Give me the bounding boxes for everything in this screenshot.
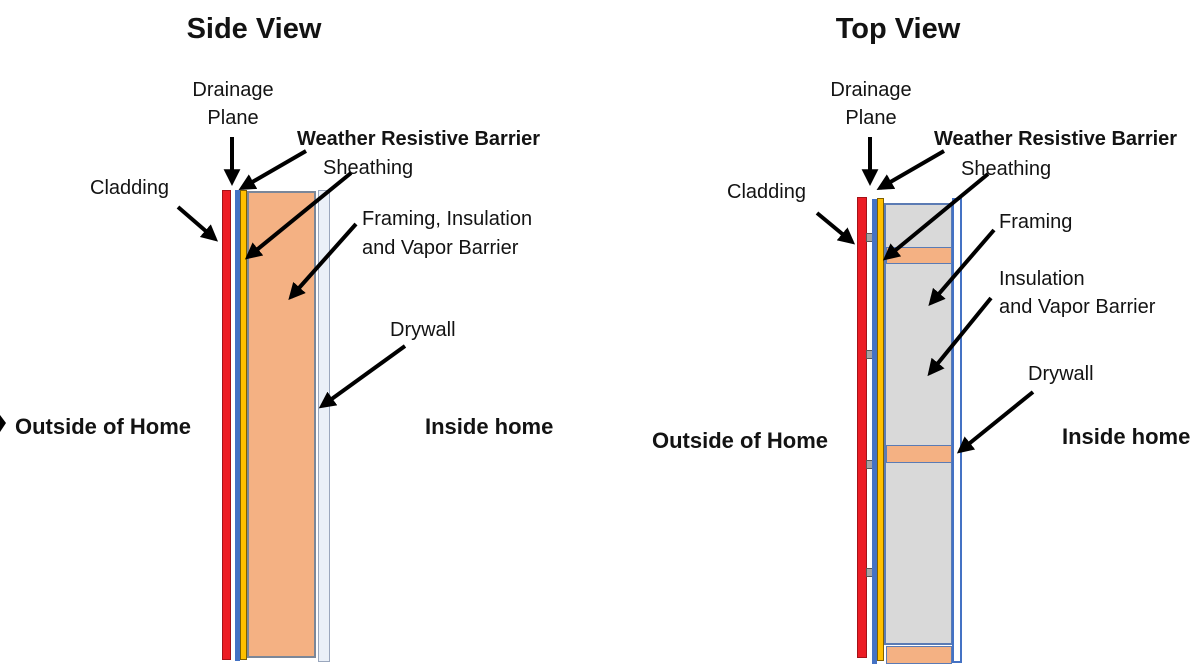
top-sheathing-layer: [877, 198, 884, 661]
top-insulation-layer: [884, 203, 953, 645]
side-view-title: Side View: [186, 13, 322, 45]
side-wrb-arrow: [238, 149, 308, 191]
top-insulation-line2: and Vapor Barrier: [999, 296, 1156, 318]
top-wrb-label: Weather Resistive Barrier: [934, 128, 1178, 150]
side-cladding-arrow: [176, 205, 219, 242]
left-edge-mark: [0, 415, 6, 432]
top-cladding-arrow: [815, 211, 856, 245]
side-drainage-plane-label: Drainage Plane: [176, 76, 290, 132]
side-framing-line2: and Vapor Barrier: [362, 237, 519, 259]
top-wrb-layer: [872, 199, 877, 664]
top-inside-label: Inside home: [1062, 424, 1191, 449]
top-insulation-label: Insulation and Vapor Barrier: [999, 265, 1155, 321]
top-insulation-line1: Insulation: [999, 268, 1085, 290]
side-framing-insulation-label: Framing, Insulation and Vapor Barrier: [362, 205, 532, 263]
top-wrb-arrow: [876, 149, 946, 191]
side-framing-arrow: [288, 222, 358, 300]
top-framing-arrow: [928, 228, 996, 307]
side-drainage-line1: Drainage: [192, 79, 274, 101]
top-drainage-plane-label: Drainage Plane: [814, 76, 928, 132]
side-wrb-layer: [235, 190, 240, 661]
top-sheathing-arrow: [882, 172, 990, 261]
side-drywall-layer: [318, 190, 330, 662]
top-outside-label: Outside of Home: [652, 428, 829, 453]
side-insulation-layer: [247, 191, 316, 658]
side-drywall-arrow: [318, 344, 407, 409]
top-insulation-arrow: [927, 296, 993, 377]
top-drainage-line2: Plane: [845, 107, 897, 129]
top-framing-label: Framing: [999, 211, 1073, 233]
side-framing-line1: Framing, Insulation: [362, 208, 533, 230]
top-view-title: Top View: [835, 13, 961, 45]
side-drainage-line2: Plane: [207, 107, 259, 129]
side-cladding-label: Cladding: [90, 177, 169, 199]
side-wrb-label: Weather Resistive Barrier: [297, 128, 541, 150]
top-cladding-label: Cladding: [727, 181, 806, 203]
side-sheathing-layer: [240, 190, 247, 660]
top-drainage-line1: Drainage: [830, 79, 912, 101]
side-cladding-layer: [222, 190, 231, 660]
top-cladding-layer: [857, 197, 867, 658]
side-sheathing-arrow: [244, 171, 353, 260]
top-sheathing-label: Sheathing: [961, 158, 1052, 180]
side-drywall-label: Drywall: [390, 319, 456, 341]
side-inside-label: Inside home: [425, 414, 554, 439]
top-framing-bar-2: [886, 445, 952, 463]
top-drywall-arrow: [956, 390, 1035, 454]
side-outside-label: Outside of Home: [15, 414, 192, 439]
side-sheathing-label: Sheathing: [323, 157, 414, 179]
top-drywall-label: Drywall: [1028, 363, 1094, 385]
